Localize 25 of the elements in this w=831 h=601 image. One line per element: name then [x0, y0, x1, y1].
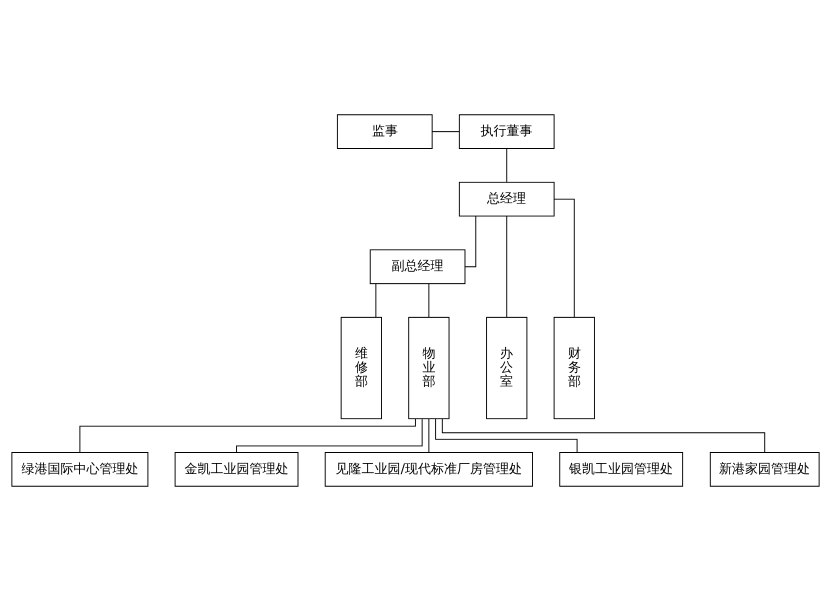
connector — [435, 418, 578, 453]
connector — [506, 216, 508, 318]
node-box: 副总经理 — [370, 249, 466, 284]
node-box: 财务部 — [554, 316, 595, 420]
node-box: 绿港国际中心管理处 — [11, 452, 148, 487]
node-box: 银凯工业园管理处 — [559, 452, 684, 487]
node-box: 物业部 — [408, 316, 450, 420]
node-box: 办公室 — [486, 316, 528, 420]
connector — [375, 283, 376, 318]
node-box: 执行董事 — [458, 114, 555, 149]
connector — [236, 418, 423, 453]
connector — [506, 148, 508, 182]
connector — [554, 198, 575, 318]
node-box: 金凯工业园管理处 — [174, 452, 298, 487]
connector — [442, 418, 766, 453]
node-box: 维修部 — [340, 316, 382, 420]
node-box: 见隆工业园/现代标准厂房管理处 — [324, 452, 533, 487]
connector — [428, 283, 430, 318]
connector — [432, 131, 460, 132]
connector — [464, 216, 476, 268]
node-box: 监事 — [336, 114, 433, 149]
node-box: 新港家园管理处 — [710, 452, 820, 487]
connector — [79, 418, 416, 453]
connector — [428, 418, 430, 453]
node-box: 总经理 — [458, 182, 555, 217]
